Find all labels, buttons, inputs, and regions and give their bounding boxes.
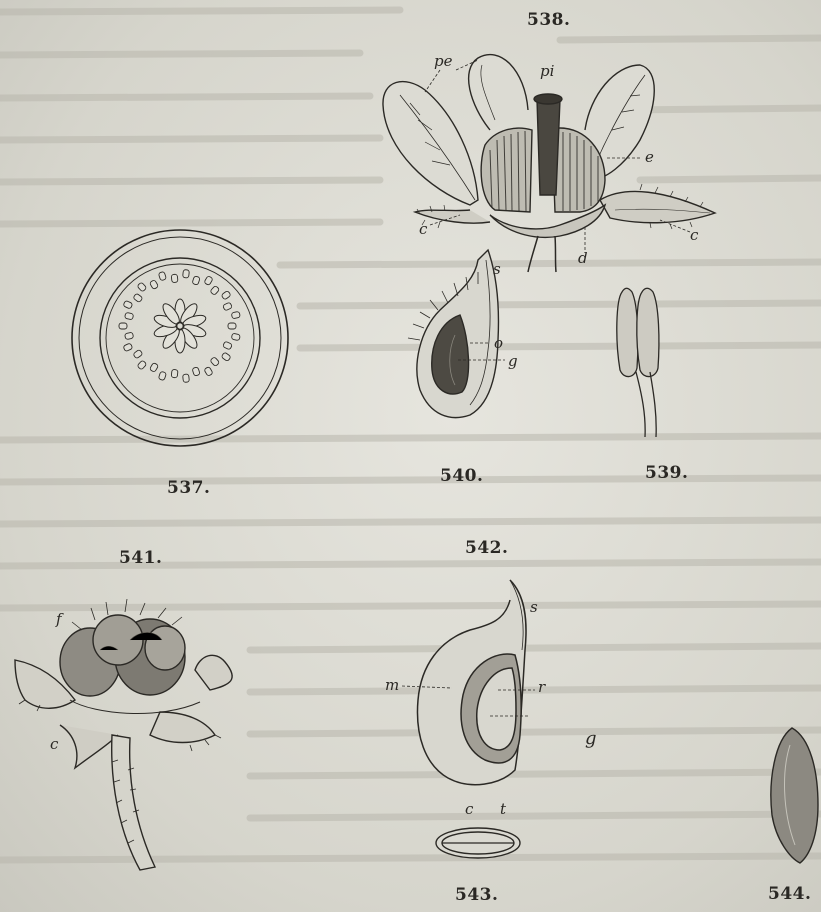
figure-544-number: 544. [768,884,811,904]
